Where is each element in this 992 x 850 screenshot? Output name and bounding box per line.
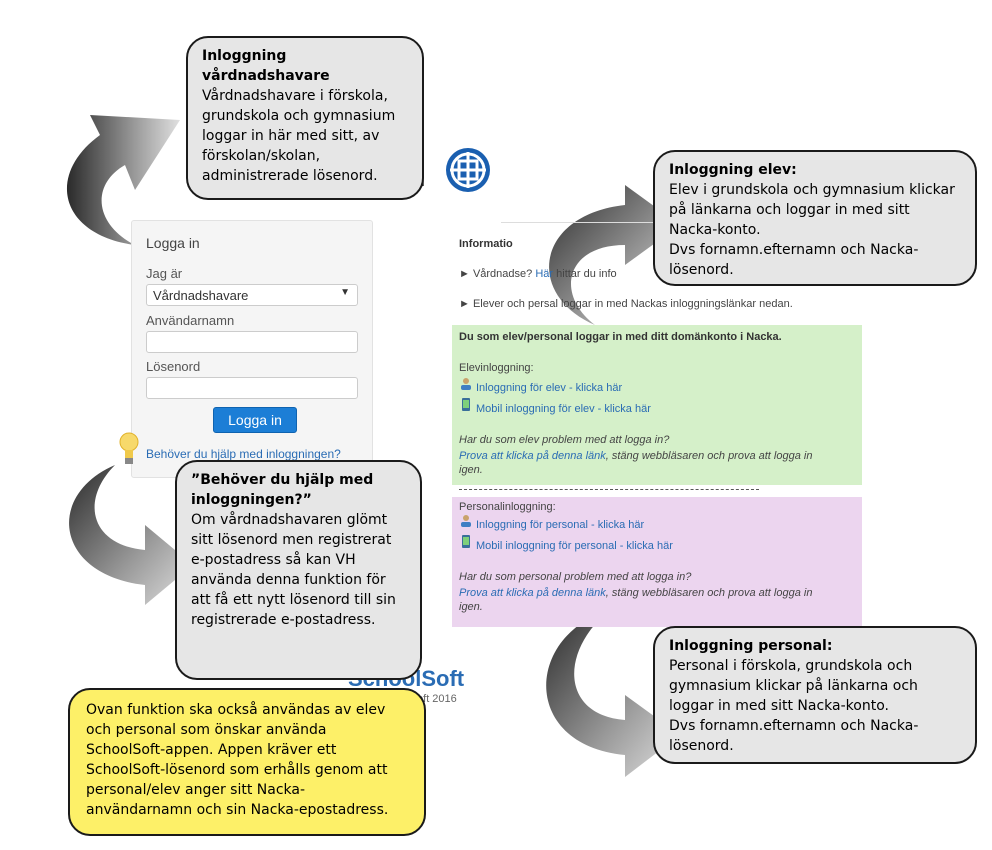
- info-heading: Informatio: [459, 238, 513, 250]
- callout-staff-login: Inloggning personal: Personal i förskola…: [653, 626, 977, 764]
- callout-student-login: Inloggning elev: Elev i grundskola och g…: [653, 150, 977, 286]
- username-input[interactable]: [146, 331, 358, 353]
- student-retry-link[interactable]: Prova att klicka på denna länk: [459, 450, 606, 462]
- curved-arrow-guardian: [66, 115, 180, 245]
- divider: [459, 489, 759, 490]
- staff-login-box: Personalinloggning: Inloggning för perso…: [452, 497, 862, 627]
- info-line-students: ► Elever och persal loggar in med Nackas…: [459, 298, 793, 310]
- mobile-icon: [462, 398, 470, 411]
- callout-body: Personal i förskola, grundskola och gymn…: [669, 658, 919, 754]
- user-icon: [461, 515, 471, 527]
- login-panel: Logga in Jag är Vårdnadshavare ▼ Använda…: [131, 220, 373, 478]
- divider: [501, 222, 701, 223]
- role-select-value: Vårdnadshavare: [153, 288, 249, 303]
- staff-section-label: Personalinloggning:: [459, 501, 556, 513]
- guardian-info-link[interactable]: Här: [535, 268, 554, 280]
- login-title: Logga in: [146, 235, 200, 251]
- staff-retry-link[interactable]: Prova att klicka på denna länk: [459, 587, 606, 599]
- callout-title: Inloggning personal:: [669, 638, 833, 654]
- callout-title: ”Behöver du hjälp med inloggningen?”: [191, 472, 374, 508]
- curved-arrow-help: [69, 465, 193, 605]
- staff-retry-line: Prova att klicka på denna länk, stäng we…: [459, 587, 813, 599]
- username-label: Användarnamn: [146, 313, 235, 328]
- staff-retry-line2: igen.: [459, 601, 483, 613]
- callout-body: Vårdnadshavare i förskola, grundskola oc…: [202, 88, 396, 184]
- callout-body: Ovan funktion ska också användas av elev…: [86, 702, 389, 818]
- curved-arrow-staff: [546, 610, 680, 777]
- role-select[interactable]: Vårdnadshavare ▼: [146, 284, 358, 306]
- password-label: Lösenord: [146, 359, 201, 374]
- callout-guardian-login: Inloggning vårdnadshavare Vårdnadshavare…: [186, 36, 424, 200]
- login-button[interactable]: Logga in: [213, 407, 297, 433]
- password-input[interactable]: [146, 377, 358, 399]
- info-line-guardian: ► Vårdnadse? Här hittar du info: [459, 268, 617, 280]
- chevron-down-icon: ▼: [340, 287, 350, 298]
- help-link[interactable]: Behöver du hjälp med inloggningen?: [146, 447, 341, 461]
- curved-arrow-student: [549, 185, 680, 325]
- student-section-label: Elevinloggning:: [459, 362, 534, 374]
- mobile-icon: [462, 535, 470, 548]
- student-login-box: Du som elev/personal loggar in med ditt …: [452, 325, 862, 485]
- student-problem-text: Har du som elev problem med att logga in…: [459, 434, 670, 446]
- lightbulb-icon: [119, 432, 139, 464]
- callout-title: Inloggning elev:: [669, 162, 797, 178]
- student-mobile-login-link[interactable]: Mobil inloggning för elev - klicka här: [476, 403, 651, 415]
- callout-title: Inloggning vårdnadshavare: [202, 48, 330, 84]
- staff-mobile-login-link[interactable]: Mobil inloggning för personal - klicka h…: [476, 540, 673, 552]
- student-box-heading: Du som elev/personal loggar in med ditt …: [459, 331, 782, 343]
- role-label: Jag är: [146, 266, 183, 281]
- student-login-link[interactable]: Inloggning för elev - klicka här: [476, 382, 623, 394]
- staff-problem-text: Har du som personal problem med att logg…: [459, 571, 692, 583]
- callout-app-note: Ovan funktion ska också användas av elev…: [68, 688, 426, 836]
- staff-login-link[interactable]: Inloggning för personal - klicka här: [476, 519, 645, 531]
- callout-help-link: ”Behöver du hjälp med inloggningen?” Om …: [175, 460, 422, 680]
- student-retry-line2: igen.: [459, 464, 483, 476]
- callout-body: Elev i grundskola och gymnasium klickar …: [669, 182, 955, 278]
- nacka-globe-logo-icon: [446, 148, 490, 192]
- student-retry-line: Prova att klicka på denna länk, stäng we…: [459, 450, 813, 462]
- user-icon: [461, 378, 471, 390]
- callout-body: Om vårdnadshavaren glömt sitt lösenord m…: [191, 512, 396, 628]
